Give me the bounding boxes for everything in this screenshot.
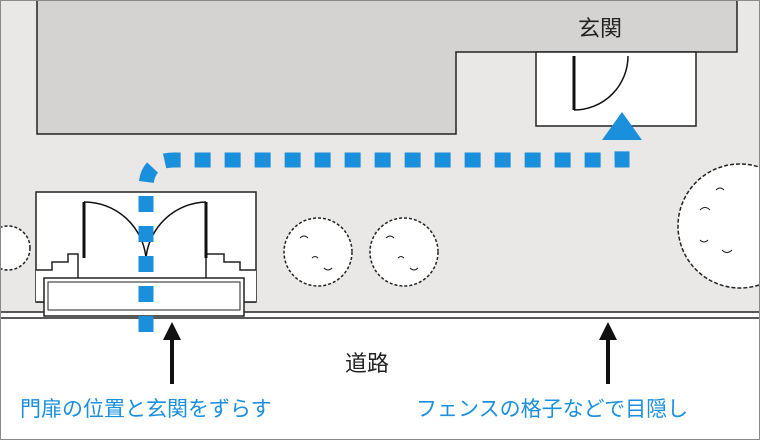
shrub-icon <box>0 225 31 271</box>
entrance-door-icon <box>572 55 629 111</box>
arrow-up-icon <box>599 322 617 384</box>
road-label: 道路 <box>345 352 390 377</box>
tree-icon <box>677 163 760 289</box>
road-area <box>0 312 760 440</box>
shrub-icon <box>369 217 439 287</box>
shrub-icon <box>283 217 353 287</box>
caption-fence-screen: フェンスの格子などで目隠し <box>416 397 689 421</box>
house-building <box>36 0 738 135</box>
caption-gate-offset: 門扉の位置と玄関をずらす <box>20 397 272 421</box>
route-arrowhead-icon <box>602 112 642 140</box>
gate-door-icon <box>82 201 208 259</box>
entrance-label: 玄関 <box>578 17 623 42</box>
walking-route-path <box>138 140 630 332</box>
arrow-up-icon <box>163 322 181 384</box>
